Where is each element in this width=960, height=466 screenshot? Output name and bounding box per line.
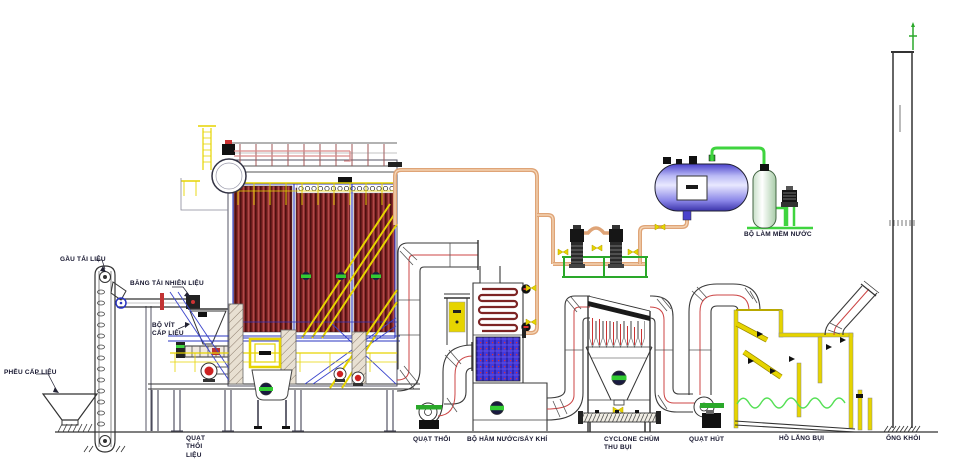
pipe-valves [525,223,666,326]
label-blow-fan: QUẠT THỔI [413,436,451,443]
suction-fan [693,396,724,428]
softener-pump [781,186,798,207]
label-bucket-elevator: GẦU TẢI LIỆU [60,256,106,263]
bucket-elevator [83,259,127,453]
air-heater-matrix [475,336,521,382]
ash-hopper [251,369,293,429]
cyclone-tubes [589,318,645,349]
economizer-coils [477,287,519,333]
label-economizer: BỘ HÂM NƯỚC/SẤY KHÍ [467,436,548,443]
steam-pipe [234,150,351,162]
sight-glass-valves [301,271,381,281]
top-walkway [228,142,397,173]
screw-feeder [176,308,230,358]
support-columns [151,390,396,432]
header-valves [298,185,395,192]
tube-banks [233,185,396,333]
water-line [736,397,846,409]
lightning-rod [909,22,917,50]
water-softener-unit [710,146,813,230]
pump [608,225,624,268]
label-feed-hopper: PHỄU CẤP LIỆU [4,369,57,376]
label-screw-feeder: BỘ VÍT CẤP LIỆU [152,322,184,338]
softener-vessel [752,169,777,229]
label-fuel-blow-fan: QUẠT THỔI LIỆU [186,435,206,459]
feedwater-pipes [388,162,689,338]
blowing-fan [416,402,442,429]
ash-screw-conveyor [578,410,661,432]
air-duct-fan-to-economizer [423,293,474,427]
deaerator-tank [654,154,749,221]
label-fuel-conveyor: BĂNG TẢI NHIÊN LIỆU [130,280,204,287]
label-water-softener: BỘ LÀM MỀM NƯỚC [744,231,812,238]
label-suction-fan: QUẠT HÚT [689,436,725,443]
duct-cyclone-to-fan [649,295,695,413]
label-chimney: ỐNG KHÓI [886,435,921,442]
steam-drum [211,140,247,194]
dust-arrows [748,331,846,374]
duct-fan-to-pond [688,283,761,395]
economizer [472,266,548,431]
boiler [148,125,420,432]
fuel-conveyor [115,286,200,431]
settling-pond [733,309,873,433]
feed-pumps [562,225,648,278]
drum-ladder [180,125,228,211]
flue-duct-boiler-to-economizer [396,240,479,392]
pond-baffles [735,321,823,418]
secondary-air-fans [333,367,365,386]
air-damper [444,293,470,345]
cyclone-cluster [578,295,661,432]
feed-hopper [36,373,99,433]
tank-label-plate [676,175,708,201]
chimney [883,22,921,433]
label-settling-pond: HỒ LẮNG BỤI [779,435,825,442]
fuel-blowing-fan [200,362,231,382]
pond-inlet-duct [824,280,880,336]
duct-economizer-to-cyclone [546,295,590,421]
label-cyclone: CYCLONE CHÙM THU BỤI [604,436,660,452]
pump [569,225,585,268]
